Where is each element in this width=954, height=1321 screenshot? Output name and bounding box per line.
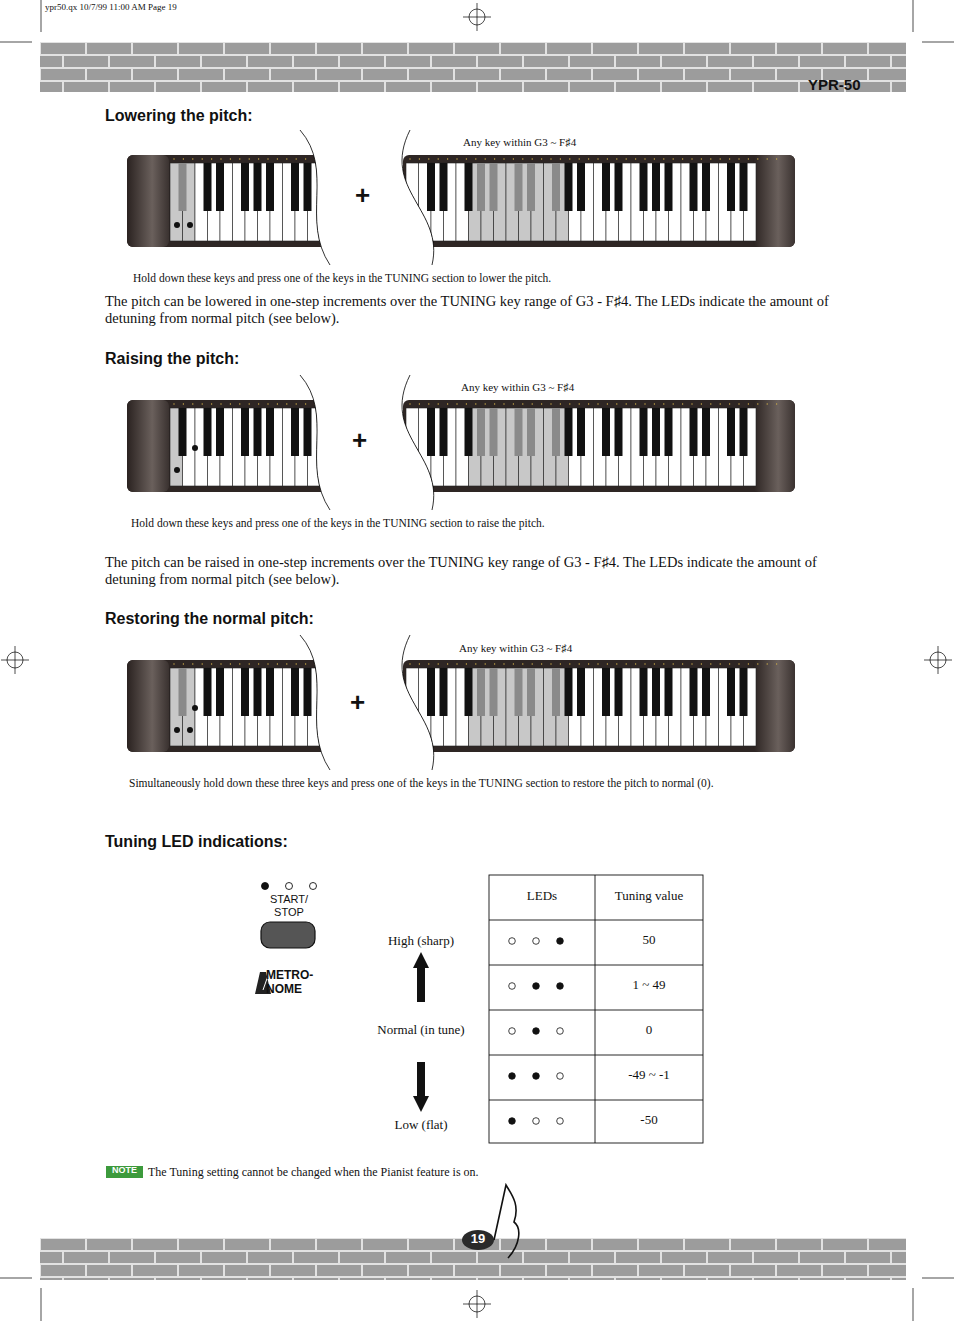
table-header: LEDs [489,888,595,904]
table-cell: 0 [595,1022,703,1038]
file-header: ypr50.qx 10/7/99 11:00 AM Page 19 [45,3,305,12]
key-range-label: Any key within G3 ~ F♯4 [463,136,663,149]
button-label: START/ STOP [258,893,320,919]
music-note [494,1185,519,1258]
page-number-oval [462,1230,494,1250]
key-range-label: Any key within G3 ~ F♯4 [461,381,661,394]
section-heading: Lowering the pitch: [105,106,505,125]
pitch-label: Low (flat) [366,1117,476,1133]
section-heading: Tuning LED indications: [105,832,505,851]
table-cell: 1 ~ 49 [595,977,703,993]
button-label: METRO- NOME [266,968,326,997]
plus-sign: + [355,182,375,208]
table-cell: -49 ~ -1 [595,1067,703,1083]
section-heading: Raising the pitch: [105,349,505,368]
plus-sign: + [350,689,370,715]
keyboard [127,375,795,510]
section-heading: Restoring the normal pitch: [105,609,505,628]
table-header: Tuning value [595,888,703,904]
led-table [489,875,703,1143]
table-cell: -50 [595,1112,703,1128]
pitch-label: High (sharp) [366,933,476,949]
pitch-label: Normal (in tune) [356,1022,486,1038]
keyboard [127,130,795,265]
model-name: YPR-50 [808,76,888,94]
note-text: The Tuning setting cannot be changed whe… [148,1165,648,1179]
figure-caption: Hold down these keys and press one of th… [131,517,851,531]
plus-sign: + [352,427,372,453]
body-text: The pitch can be raised in one-step incr… [105,554,850,589]
page-number: 19 [462,1231,494,1247]
figure-caption: Simultaneously hold down these three key… [129,777,789,791]
table-cell: 50 [595,932,703,948]
figure-caption: Hold down these keys and press one of th… [133,272,853,286]
key-range-label: Any key within G3 ~ F♯4 [459,642,659,655]
body-text: The pitch can be lowered in one-step inc… [105,293,865,328]
keyboard [127,635,795,770]
note-badge-text: NOTE [106,1166,143,1175]
brick-band [40,42,906,92]
note-badge [106,1166,143,1178]
